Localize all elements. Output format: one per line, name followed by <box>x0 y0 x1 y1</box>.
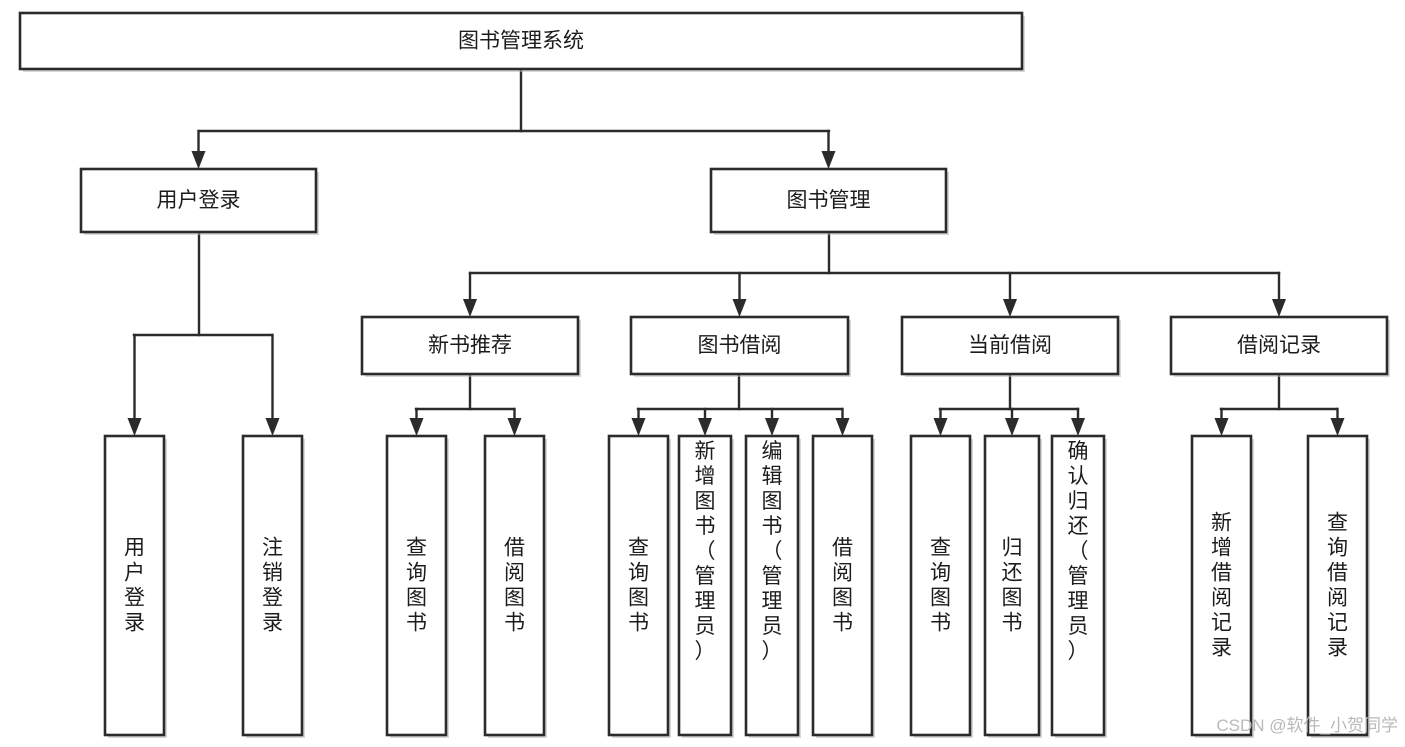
node-leaf-leaf-return-book[interactable]: 归还图书 <box>983 434 1042 738</box>
leaf-label: 编辑图书（管理员） <box>762 440 783 663</box>
box-outline <box>18 11 1024 71</box>
arrow-head-icon <box>732 299 747 317</box>
node-label: 当前借阅 <box>968 334 1052 357</box>
node-leaf-leaf-add-record[interactable]: 新增借阅记录 <box>1190 434 1254 738</box>
box-outline <box>811 434 874 737</box>
leaf-label: 借阅图书 <box>504 537 525 635</box>
node-leaf-leaf-query-book-cur[interactable]: 查询图书 <box>909 434 973 738</box>
box-outline <box>900 315 1120 376</box>
node-level2-current-borrow[interactable]: 当前借阅 <box>900 315 1121 377</box>
arrow-head-icon <box>765 418 779 436</box>
node-level2-book-borrow[interactable]: 图书借阅 <box>629 315 851 377</box>
box-outline <box>983 434 1041 737</box>
node-level1-book-manage[interactable]: 图书管理 <box>709 167 949 235</box>
box-outline <box>1306 434 1369 737</box>
node-root-root[interactable]: 图书管理系统 <box>18 11 1025 72</box>
node-level2-borrow-record[interactable]: 借阅记录 <box>1169 315 1390 377</box>
arrow-head-icon <box>1005 418 1019 436</box>
box-outline <box>1169 315 1389 376</box>
box-outline <box>385 434 448 737</box>
box-outline <box>1050 434 1106 737</box>
leaf-label: 用户登录 <box>124 537 145 635</box>
node-leaf-leaf-user-logout[interactable]: 注销登录 <box>241 434 305 738</box>
box-outline <box>909 434 972 737</box>
box-outline <box>1190 434 1253 737</box>
arrow-head-icon <box>821 151 836 169</box>
arrow-head-icon <box>1003 299 1017 317</box>
node-label: 用户登录 <box>157 189 241 212</box>
box-outline <box>709 167 948 234</box>
leaf-label: 查询图书 <box>930 537 951 635</box>
leaf-label: 查询借阅记录 <box>1327 512 1348 660</box>
node-label: 新书推荐 <box>428 334 512 357</box>
node-leaf-leaf-borrow-book[interactable]: 借阅图书 <box>811 434 875 738</box>
arrow-head-icon <box>191 151 206 169</box>
arrow-head-icon <box>127 418 142 436</box>
arrow-head-icon <box>1214 418 1229 436</box>
box-outline <box>744 434 800 737</box>
arrow-head-icon <box>463 299 477 317</box>
box-outline <box>677 434 733 737</box>
node-level1-user-login[interactable]: 用户登录 <box>79 167 319 235</box>
box-outline <box>79 167 318 234</box>
node-label: 图书管理系统 <box>458 30 584 53</box>
arrow-head-icon <box>1071 418 1085 436</box>
arrow-head-icon <box>933 418 948 436</box>
box-outline <box>241 434 304 737</box>
node-leaf-leaf-query-book-rec[interactable]: 查询图书 <box>385 434 449 738</box>
leaf-label: 借阅图书 <box>832 537 853 635</box>
box-outline <box>483 434 546 737</box>
leaf-label: 注销登录 <box>262 537 283 635</box>
node-leaf-leaf-borrow-book-rec[interactable]: 借阅图书 <box>483 434 547 738</box>
arrow-head-icon <box>507 418 522 436</box>
arrow-head-icon <box>265 418 280 436</box>
arrow-head-icon <box>1330 418 1345 436</box>
node-label: 借阅记录 <box>1237 334 1321 357</box>
leaf-label: 归还图书 <box>1002 537 1023 635</box>
csdn-watermark: CSDN @软件_小贺同学 <box>1216 716 1398 735</box>
node-leaf-leaf-add-book[interactable]: 新增图书（管理员） <box>677 434 734 738</box>
arrow-head-icon <box>835 418 850 436</box>
leaf-label: 新增借阅记录 <box>1211 512 1232 660</box>
node-leaf-leaf-edit-book[interactable]: 编辑图书（管理员） <box>744 434 801 738</box>
box-outline <box>360 315 580 376</box>
box-outline <box>629 315 850 376</box>
nodes-layer: 图书管理系统用户登录图书管理新书推荐图书借阅当前借阅借阅记录用户登录注销登录查询… <box>18 11 1390 738</box>
leaf-label: 查询图书 <box>406 537 427 635</box>
node-leaf-leaf-query-book-borrow[interactable]: 查询图书 <box>607 434 671 738</box>
leaf-label: 查询图书 <box>628 537 649 635</box>
connectors-layer <box>127 67 1345 436</box>
leaf-label: 新增图书（管理员） <box>695 440 716 663</box>
arrow-head-icon <box>1272 299 1286 317</box>
leaf-label: 确认归还（管理员） <box>1068 440 1089 663</box>
node-leaf-leaf-query-record[interactable]: 查询借阅记录 <box>1306 434 1370 738</box>
arrow-head-icon <box>631 418 646 436</box>
arrow-head-icon <box>698 418 712 436</box>
node-leaf-leaf-confirm-return[interactable]: 确认归还（管理员） <box>1050 434 1107 738</box>
box-outline <box>103 434 166 737</box>
node-label: 图书管理 <box>787 189 871 212</box>
box-outline <box>607 434 670 737</box>
arrow-head-icon <box>409 418 424 436</box>
node-level2-new-book-rec[interactable]: 新书推荐 <box>360 315 581 377</box>
node-label: 图书借阅 <box>698 334 782 357</box>
node-leaf-leaf-user-login[interactable]: 用户登录 <box>103 434 167 738</box>
